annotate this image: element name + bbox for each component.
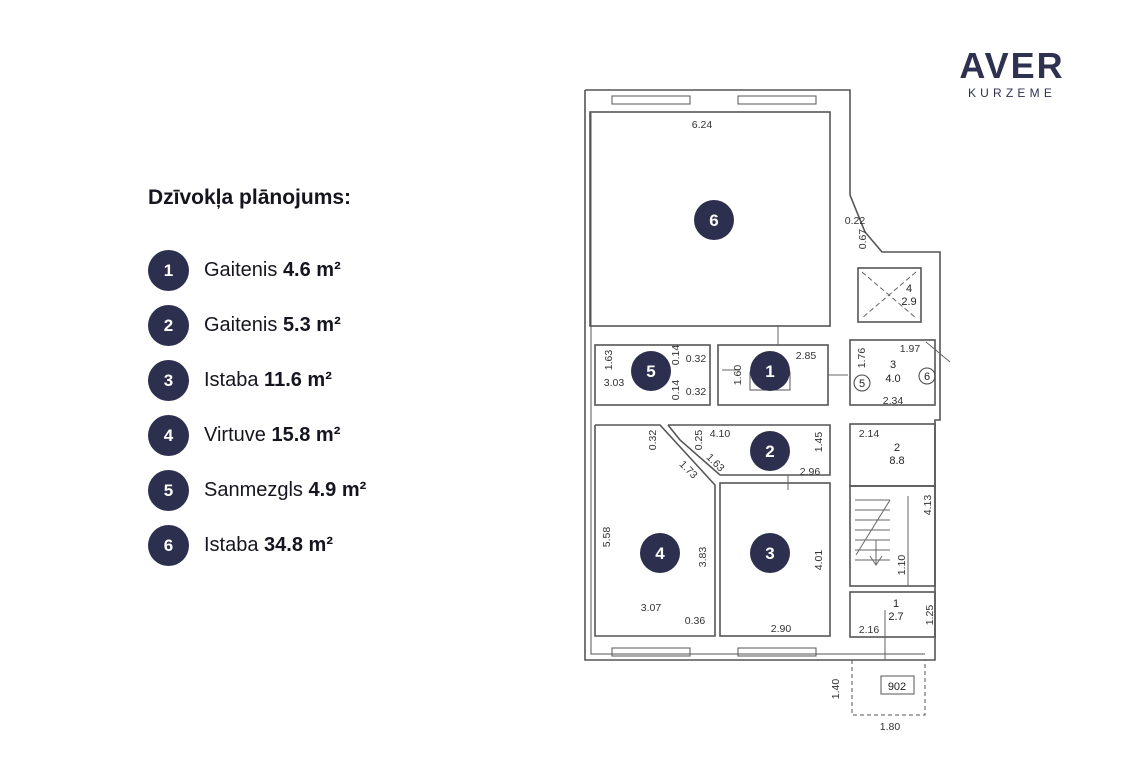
- dim-label: 0.25: [693, 430, 705, 451]
- dim-label: 4.10: [710, 428, 731, 440]
- dim-label: 0.14: [670, 345, 682, 366]
- legend-room-name: Sanmezgls: [204, 479, 303, 501]
- plan-walls: [584, 89, 941, 716]
- plan-circle-ref: [853, 374, 871, 392]
- legend-room-area: 34.8 m²: [264, 534, 333, 556]
- dim-label: 1.76: [856, 348, 868, 369]
- dim-label: 2.14: [859, 428, 880, 440]
- plan-room-markers: 6 5 1 2 4 3: [631, 200, 790, 573]
- dim-label: 2.34: [883, 395, 904, 407]
- dim-label: 5.58: [601, 527, 613, 548]
- room-marker: 2: [750, 431, 790, 471]
- dim-label: 0.14: [670, 380, 682, 401]
- legend-room-name: Istaba: [204, 534, 259, 556]
- room-marker: 6: [694, 200, 734, 240]
- legend-number-badge: 1: [148, 250, 189, 291]
- plan-room-label: 8.8: [889, 455, 904, 467]
- plan-room-label: 2.7: [888, 611, 903, 623]
- plan-room-label: 2.9: [901, 296, 916, 308]
- dim-label: 1.60: [732, 365, 744, 386]
- legend-item: 6 Istaba 34.8 m²: [148, 525, 366, 566]
- room-marker: 3: [750, 533, 790, 573]
- plan-circle-label: 5: [859, 378, 865, 390]
- dim-label: 4.13: [922, 495, 934, 516]
- room-marker-number: 2: [765, 442, 774, 461]
- legend-title: Dzīvokļa plānojums:: [148, 186, 352, 209]
- plan-room-label: 4: [906, 283, 912, 295]
- legend-room-area: 5.3 m²: [282, 314, 341, 336]
- room-marker: 1: [750, 351, 790, 391]
- dim-label: 3.03: [604, 377, 625, 389]
- dim-label: 0.32: [686, 386, 707, 398]
- dim-label: 3.07: [641, 602, 662, 614]
- brand-name: AVER: [959, 45, 1065, 86]
- dim-label: 0.22: [845, 215, 866, 227]
- dim-label: 1.45: [813, 432, 825, 453]
- room-marker-number: 3: [765, 544, 774, 563]
- legend-room-area: 15.8 m²: [271, 424, 341, 446]
- dim-label: 0.67: [857, 229, 869, 250]
- dim-label: 1.80: [880, 721, 901, 733]
- legend-number-badge: 4: [148, 415, 189, 456]
- legend-item: 1 Gaitenis 4.6 m²: [148, 250, 366, 291]
- plan-room-label: 4.0: [885, 373, 900, 385]
- dim-label: 2.96: [800, 466, 821, 478]
- plan-room-label: 2: [894, 442, 900, 454]
- dim-label: 1.97: [900, 343, 921, 355]
- dim-label: 2.16: [859, 624, 880, 636]
- dim-label: 0.32: [686, 353, 707, 365]
- room-marker-number: 1: [765, 362, 774, 381]
- plan-details: [722, 271, 951, 660]
- dim-label: 1.10: [896, 555, 908, 576]
- legend-room-name: Istaba: [204, 369, 259, 391]
- dim-label: 1.40: [830, 679, 842, 700]
- legend-item: 5 Sanmezgls 4.9 m²: [148, 470, 366, 511]
- brand-logo: AVER KURZEME: [950, 45, 1074, 101]
- room-marker-number: 6: [709, 211, 718, 230]
- legend-room-name: Virtuve: [204, 424, 266, 446]
- plan-dimensions: 6.24 0.22 0.67 1.63 3.03 0.14 0.32 0.14 …: [601, 119, 936, 733]
- dim-label: 6.24: [692, 119, 713, 131]
- room-marker: 5: [631, 351, 671, 391]
- legend-number-badge: 6: [148, 525, 189, 566]
- legend-number-badge: 2: [148, 305, 189, 346]
- dim-label: 0.32: [647, 430, 659, 451]
- plan-code-label: 902: [888, 681, 906, 693]
- brand-subtitle: KURZEME: [967, 86, 1057, 100]
- dim-label: 3.83: [697, 547, 709, 568]
- dim-label: 1.25: [924, 605, 936, 626]
- room-marker-number: 4: [655, 544, 665, 563]
- legend-item: 4 Virtuve 15.8 m²: [148, 415, 366, 456]
- dim-label: 1.63: [603, 350, 615, 371]
- dim-label: 0.36: [685, 615, 706, 627]
- legend-number-badge: 5: [148, 470, 189, 511]
- dim-label: 2.90: [771, 623, 792, 635]
- dim-label: 1.73: [677, 458, 700, 481]
- legend-room-name: Gaitenis: [204, 259, 278, 281]
- legend-item: 3 Istaba 11.6 m²: [148, 360, 366, 401]
- legend-item: 2 Gaitenis 5.3 m²: [148, 305, 366, 346]
- plan-circle-label: 6: [924, 371, 930, 383]
- plan-room-label: 1: [893, 598, 899, 610]
- room-marker-number: 5: [646, 362, 655, 381]
- legend-room-name: Gaitenis: [204, 314, 278, 336]
- legend-number-badge: 3: [148, 360, 189, 401]
- plan-room-label: 3: [890, 359, 896, 371]
- dim-label: 4.01: [813, 550, 825, 571]
- legend-room-area: 4.9 m²: [308, 479, 367, 501]
- dim-label: 2.85: [796, 350, 817, 362]
- legend-room-area: 11.6 m²: [264, 369, 332, 391]
- room-marker: 4: [640, 533, 680, 573]
- legend-room-area: 4.6 m²: [282, 259, 341, 281]
- dim-label: 1.63: [704, 451, 727, 474]
- plan-circle-ref: [918, 367, 936, 385]
